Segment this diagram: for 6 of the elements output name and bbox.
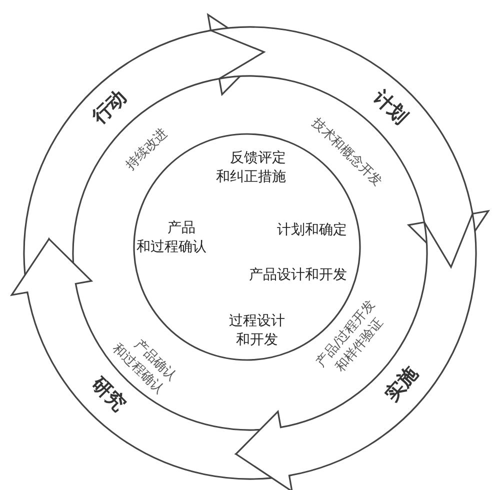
phase-text: 产品设计和开发	[249, 266, 347, 284]
phase-text: 计划和确定	[277, 220, 347, 240]
phase-text: 产品和过程确认	[136, 219, 208, 257]
phase-text: 过程设计和开发	[228, 312, 286, 350]
phase-text: 反馈评定和纠正措施	[214, 149, 286, 187]
stage-label: 研究	[86, 372, 130, 418]
